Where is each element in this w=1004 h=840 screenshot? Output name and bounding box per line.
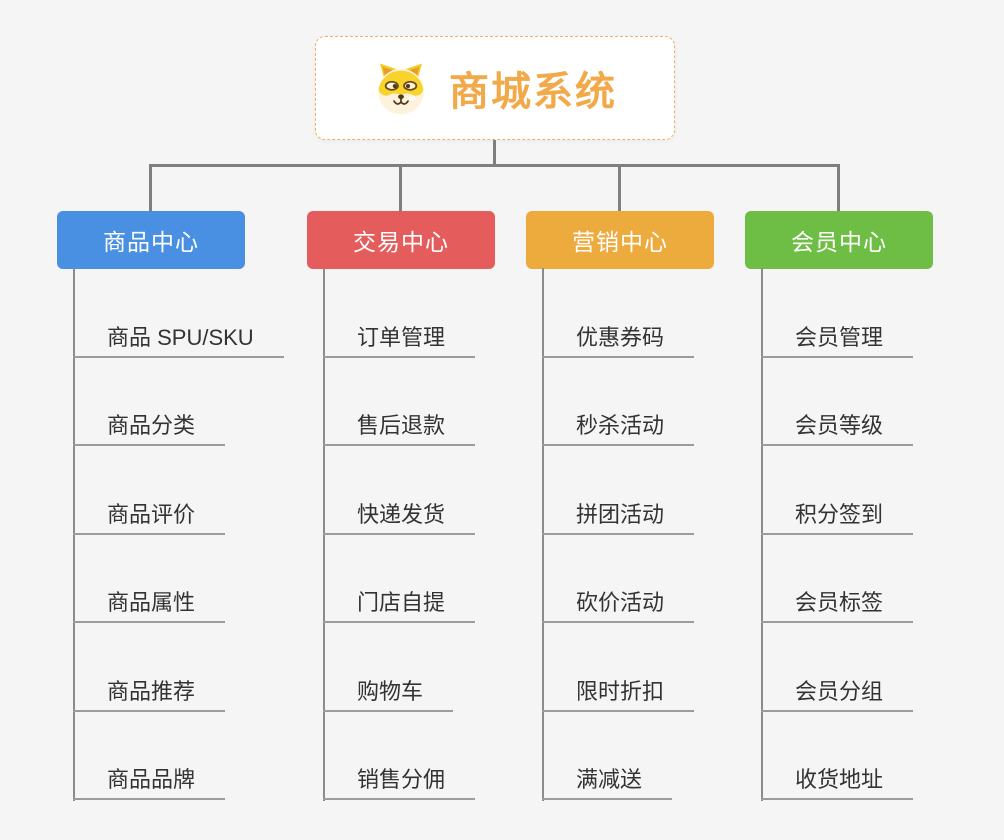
leaf-node[interactable]: 商品推荐: [73, 672, 226, 712]
connector-drop-products: [149, 164, 152, 212]
leaf-node[interactable]: 砍价活动: [542, 583, 695, 623]
leaf-node[interactable]: 优惠券码: [542, 318, 695, 358]
root-title: 商城系统: [449, 70, 617, 114]
branch-node-members[interactable]: 会员中心: [745, 211, 933, 269]
connector-root-stub: [493, 140, 496, 166]
leaf-node[interactable]: 快递发货: [323, 495, 476, 535]
leaf-node[interactable]: 积分签到: [761, 495, 914, 535]
leaf-node[interactable]: 商品 SPU/SKU: [73, 318, 284, 358]
leaf-node[interactable]: 商品分类: [73, 406, 226, 446]
leaf-node[interactable]: 拼团活动: [542, 495, 695, 535]
branch-members: 会员中心 会员管理 会员等级 积分签到 会员标签 会员分组 收货地址: [745, 211, 933, 811]
leaf-node[interactable]: 购物车: [323, 672, 454, 712]
leaf-node[interactable]: 会员分组: [761, 672, 914, 712]
connector-drop-marketing: [618, 164, 621, 212]
branch-marketing: 营销中心 优惠券码 秒杀活动 拼团活动 砍价活动 限时折扣 满减送: [526, 211, 714, 811]
leaf-node[interactable]: 订单管理: [323, 318, 476, 358]
connector-drop-trade: [399, 164, 402, 212]
leaf-node[interactable]: 会员管理: [761, 318, 914, 358]
leaf-node[interactable]: 商品评价: [73, 495, 226, 535]
branch-node-marketing[interactable]: 营销中心: [526, 211, 714, 269]
connector-drop-members: [837, 164, 840, 212]
connector-rail: [149, 164, 840, 167]
leaf-node[interactable]: 商品品牌: [73, 760, 226, 800]
leaf-node[interactable]: 商品属性: [73, 583, 226, 623]
leaf-node[interactable]: 售后退款: [323, 406, 476, 446]
leaf-node[interactable]: 会员等级: [761, 406, 914, 446]
branch-node-trade[interactable]: 交易中心: [307, 211, 495, 269]
leaf-node[interactable]: 秒杀活动: [542, 406, 695, 446]
leaf-node[interactable]: 限时折扣: [542, 672, 695, 712]
branch-node-products[interactable]: 商品中心: [57, 211, 245, 269]
leaf-node[interactable]: 门店自提: [323, 583, 476, 623]
leaf-node[interactable]: 满减送: [542, 760, 673, 800]
leaf-node[interactable]: 收货地址: [761, 760, 914, 800]
dog-face-icon: [378, 63, 424, 115]
leaf-node[interactable]: 会员标签: [761, 583, 914, 623]
branch-products: 商品中心 商品 SPU/SKU 商品分类 商品评价 商品属性 商品推荐 商品品牌: [57, 211, 284, 811]
root-node-mall-system[interactable]: 商城系统: [315, 36, 675, 140]
branch-trade: 交易中心 订单管理 售后退款 快递发货 门店自提 购物车 销售分佣: [307, 211, 495, 811]
leaf-node[interactable]: 销售分佣: [323, 760, 476, 800]
